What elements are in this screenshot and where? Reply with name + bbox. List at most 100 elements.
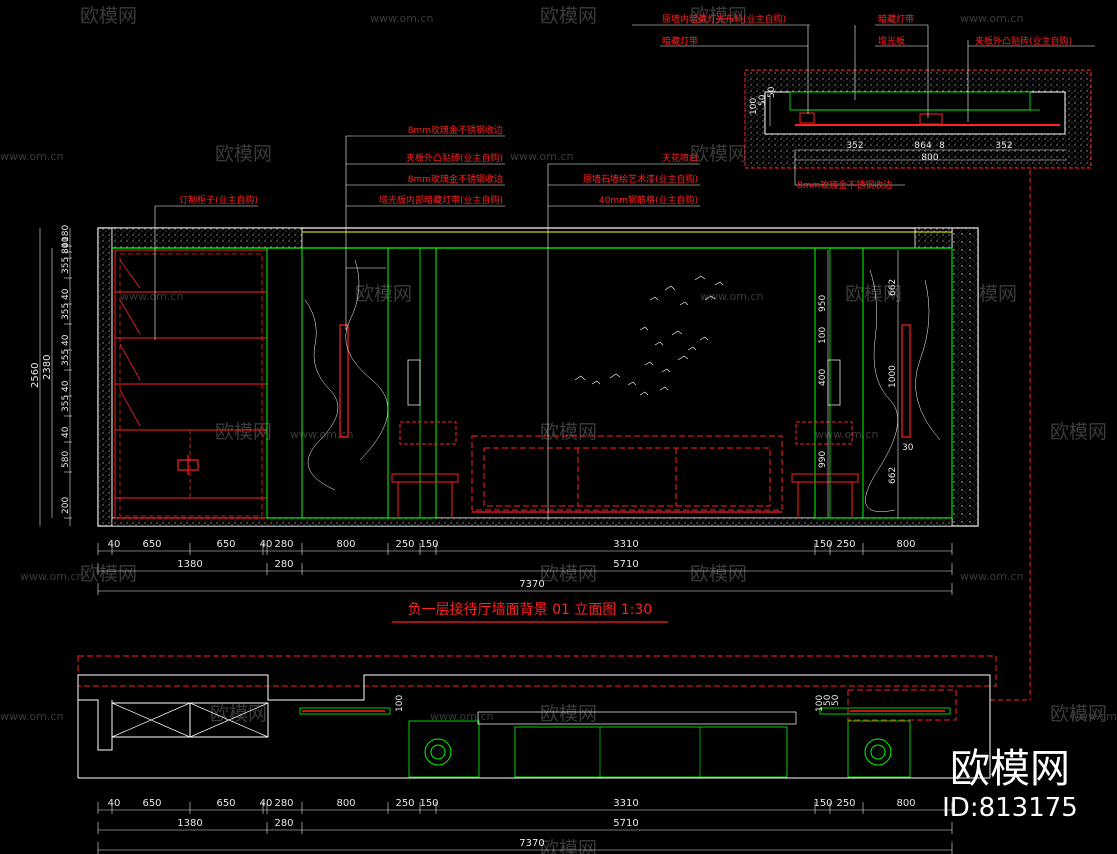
left-dim-value: 355 <box>61 395 71 412</box>
watermark-brand: 欧模网 <box>210 703 267 725</box>
dim-value: 250 <box>836 539 855 550</box>
dim-value: 150 <box>419 798 438 809</box>
watermark-site: www.om.cn <box>370 12 433 25</box>
plan-view <box>77 655 997 779</box>
watermark-site: www.om.cn <box>960 12 1023 25</box>
elevation-callouts: 8mm玫瑰金不锈钢收边夹板外凸贴砖(业主自购)8mm玫瑰金不锈钢收边增光板内部暗… <box>179 124 698 206</box>
left-dim-total-inner: 2380 <box>42 355 53 380</box>
ceiling-section-detail <box>632 24 1095 701</box>
dim-value: 40 <box>260 539 273 550</box>
dim-value: 650 <box>142 539 161 550</box>
dim-value: 40 <box>108 539 121 550</box>
dim-value: 3310 <box>613 539 638 550</box>
watermark-brand: 欧模网 <box>690 563 747 585</box>
left-dim-value: 40 <box>61 288 71 300</box>
detail-callout: 原墙内暗藏灯光布料(业主自购) <box>662 13 786 25</box>
watermark-brand: 欧模网 <box>1050 421 1107 443</box>
dim-value: 250 <box>836 798 855 809</box>
left-dim-value: 355 <box>61 303 71 320</box>
detail-dim-vertical: 50 <box>758 94 768 106</box>
left-dim-value: 40 <box>61 380 71 392</box>
right-dim-value: 100 <box>818 327 828 344</box>
left-dim-value: 80 <box>61 242 71 254</box>
watermark-site: www.om.cn <box>120 290 183 303</box>
watermark-brand: 欧模网 <box>540 703 597 725</box>
dim-value: 650 <box>216 539 235 550</box>
watermark-brand: 欧模网 <box>540 563 597 585</box>
dim-value: 280 <box>274 539 293 550</box>
left-dim-value: 40 <box>61 426 71 438</box>
dim-value: 40 <box>108 798 121 809</box>
left-dim-total-outer: 2560 <box>30 363 41 388</box>
plan-dim-vertical: 100 <box>815 695 825 712</box>
detail-callout: 暗藏灯带 <box>662 35 698 47</box>
dim-value: 280 <box>274 798 293 809</box>
detail-callout: 8mm玫瑰金不锈钢收边 <box>797 179 892 191</box>
watermark-site: www.om.cn <box>20 570 83 583</box>
watermark-site: www.om.cn <box>290 428 353 441</box>
watermark-brand: 欧模网 <box>690 5 747 27</box>
dim-value: 7370 <box>519 579 544 590</box>
detail-callout: 增光板 <box>878 35 905 47</box>
elevation-callout: 天花喷白 <box>662 152 698 164</box>
left-dimension-chain: 1804080355403554035540355405802002380256… <box>30 225 72 526</box>
cabinet-callout: 订制柜子(业主自购) <box>179 194 258 206</box>
drawing-title: 负一层接待厅墙面背景 01 立面图 1:30 <box>408 601 653 618</box>
dim-value: 800 <box>336 539 355 550</box>
plan-dim-vertical: 50 <box>831 694 841 706</box>
dim-value: 650 <box>142 798 161 809</box>
watermark-site: www.om.cn <box>815 428 878 441</box>
watermark-brand: 欧模网 <box>1050 703 1107 725</box>
elevation-callout: 夹板外凸贴砖(业主自购) <box>406 152 503 164</box>
watermark-site: www.om.cn <box>0 150 63 163</box>
drawing-title-block: 负一层接待厅墙面背景 01 立面图 1:30 <box>392 601 668 623</box>
watermark-site: www.om.cn <box>510 150 573 163</box>
watermark-brand: 欧模网 <box>845 283 902 305</box>
watermark-layer: 欧模网欧模网欧模网欧模网欧模网欧模网欧模网欧模网欧模网欧模网欧模网欧模网欧模网欧… <box>0 5 1117 854</box>
watermark-brand: 欧模网 <box>80 5 137 27</box>
watermark-brand: 欧模网 <box>355 283 412 305</box>
dim-value: 250 <box>395 539 414 550</box>
detail-dim-horizontal: 352 <box>846 141 863 151</box>
dim-value: 250 <box>395 798 414 809</box>
elevation-callout: 增光板内部暗藏灯带(业主自购) <box>379 194 503 206</box>
detail-dim-horizontal: 8 <box>939 141 945 151</box>
detail-dim-horizontal: 8 <box>914 141 920 151</box>
left-dim-value: 180 <box>61 225 71 242</box>
watermark-site: www.om.cn <box>0 710 63 723</box>
detail-dim-vertical: 50 <box>767 86 777 98</box>
watermark-brand: 欧模网 <box>215 143 272 165</box>
watermark-brand: 欧模网 <box>215 421 272 443</box>
elevation-callout: 40mm钢筋格(业主自购) <box>599 194 698 206</box>
right-dim-value: 990 <box>818 451 828 468</box>
detail-dim-horizontal: 800 <box>921 153 938 163</box>
dim-value: 1380 <box>177 559 202 570</box>
dim-value: 800 <box>896 798 915 809</box>
watermark-brand: 欧模网 <box>540 5 597 27</box>
dim-value: 1380 <box>177 818 202 829</box>
dim-value: 280 <box>274 818 293 829</box>
watermark-brand: 欧模网 <box>80 563 137 585</box>
dim-value: 800 <box>336 798 355 809</box>
dim-value: 650 <box>216 798 235 809</box>
detail-dim-horizontal: 352 <box>995 141 1012 151</box>
right-dim-value: 950 <box>818 295 828 312</box>
left-dim-value: 40 <box>61 236 71 248</box>
left-dim-value: 355 <box>61 257 71 274</box>
left-dim-value: 40 <box>61 334 71 346</box>
watermark-stamp: 欧模网 ID:813175 <box>942 746 1078 823</box>
detail-callout: 夹板外凸贴砖(业主自购) <box>975 35 1072 47</box>
dim-value: 800 <box>896 539 915 550</box>
dim-value: 3310 <box>613 798 638 809</box>
dim-value: 7370 <box>519 838 544 849</box>
left-dim-value: 580 <box>61 451 71 468</box>
detail-dim-horizontal: 64 <box>920 141 932 151</box>
watermark-brand: 欧模网 <box>690 143 747 165</box>
dim-value: 5710 <box>613 818 638 829</box>
watermark-brand: 欧模网 <box>540 838 597 854</box>
dim-value: 150 <box>419 539 438 550</box>
